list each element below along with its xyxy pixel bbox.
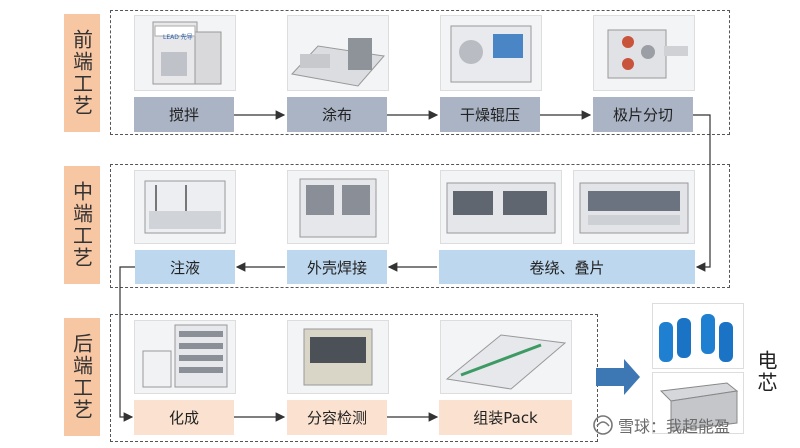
step-pack-assembly: 组装Pack: [439, 400, 572, 435]
electrolyte-filling-machine-image: [134, 170, 236, 244]
step-electrolyte-filling: 注液: [135, 250, 235, 284]
shell-welding-machine-image: [287, 170, 389, 244]
front-process-group: [110, 10, 730, 135]
stacking-machine-image: [573, 170, 695, 244]
step-winding-stacking: 卷绕、叠片: [439, 250, 695, 284]
pack-assembly-line-image: [440, 320, 572, 394]
output-cell-label: 电芯: [754, 350, 778, 394]
capacity-testing-machine-image: [287, 320, 389, 394]
drying-rolling-machine-image: [440, 15, 542, 91]
mixer-machine-image: LEAD 先导: [134, 15, 236, 91]
stage-label-middle: 中端工艺: [64, 166, 100, 284]
stage-label-front: 前端工艺: [64, 14, 100, 132]
slitting-machine-image: [593, 15, 695, 91]
step-mixing: 搅拌: [134, 97, 234, 132]
snowball-logo-icon: [593, 415, 613, 435]
watermark-text: 雪球：我超能盈: [618, 417, 731, 436]
middle-process-group: [110, 164, 730, 288]
step-shell-welding: 外壳焊接: [287, 250, 387, 284]
winding-machine-image: [440, 170, 562, 244]
machine-brand-logo: LEAD 先导: [163, 34, 193, 41]
step-drying-rolling: 干燥辊压: [440, 97, 540, 132]
coating-machine-image: [287, 15, 389, 91]
watermark: 雪球：我超能盈: [592, 412, 730, 438]
step-capacity-testing: 分容检测: [287, 400, 387, 435]
step-coating: 涂布: [287, 97, 387, 132]
stage-label-back: 后端工艺: [64, 318, 100, 436]
formation-machine-image: [134, 320, 236, 394]
step-formation: 化成: [134, 400, 234, 435]
cylindrical-cells-image: [652, 303, 744, 369]
prismatic-cell-image: [652, 372, 744, 434]
step-slitting: 极片分切: [593, 97, 693, 132]
